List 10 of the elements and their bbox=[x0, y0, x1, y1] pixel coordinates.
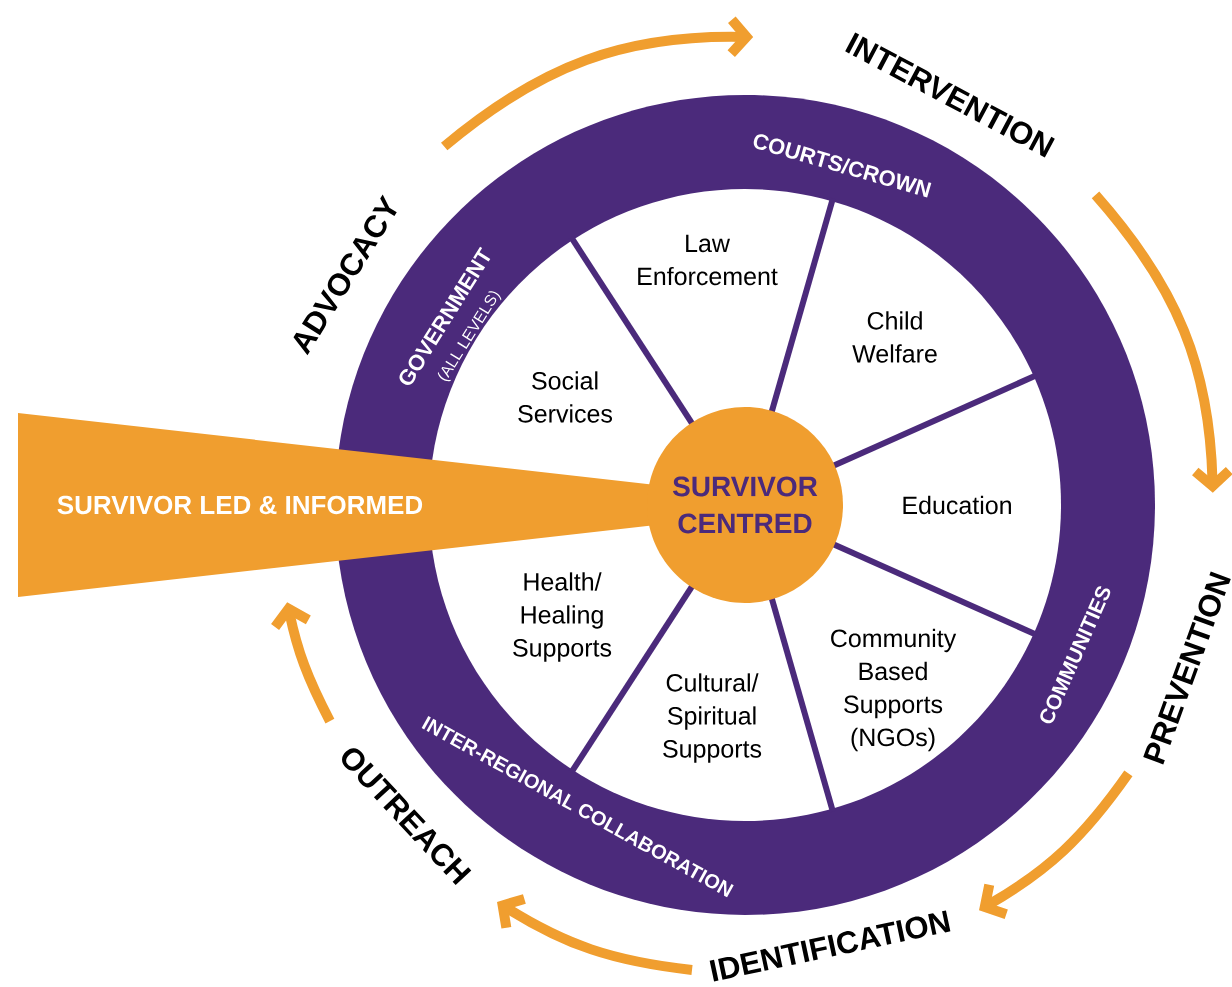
segment-label: Law Enforcement bbox=[638, 234, 778, 286]
cycle-arrow bbox=[1091, 191, 1232, 493]
segment-label: Education bbox=[903, 495, 1011, 515]
cycle-arrow bbox=[497, 894, 693, 975]
cycle-arrow bbox=[441, 16, 754, 151]
cycle-arrow bbox=[271, 602, 335, 724]
segment-label: Community Based Supports (NGOs) bbox=[831, 628, 957, 752]
segment-label: Child Welfare bbox=[852, 311, 937, 363]
cycle-arrow bbox=[979, 770, 1133, 919]
segment-label: Cultural/ Spiritual Supports bbox=[663, 673, 762, 763]
